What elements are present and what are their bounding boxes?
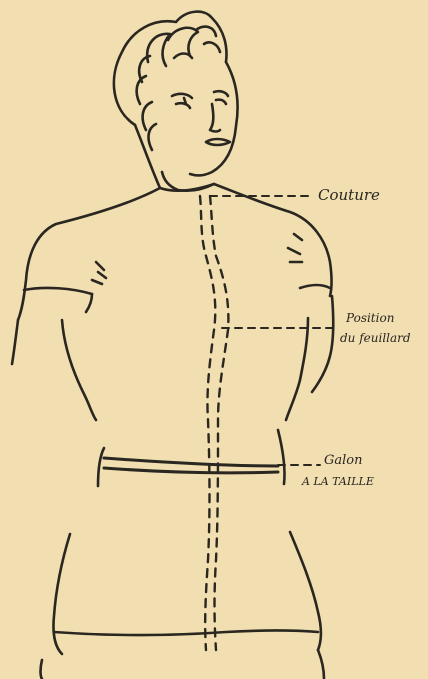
- torso-outline: [12, 184, 333, 679]
- hair: [114, 12, 227, 188]
- center-seam: [200, 196, 228, 650]
- couture-label: Couture: [318, 186, 380, 204]
- galon-label-line2: A LA TAILLE: [301, 475, 374, 488]
- face: [172, 62, 238, 175]
- galon-label-line1: Galon: [324, 453, 363, 468]
- position-label-line1: Position: [345, 311, 394, 325]
- position-label-line2: du feuillard: [340, 331, 411, 345]
- waist-tape: [104, 458, 278, 473]
